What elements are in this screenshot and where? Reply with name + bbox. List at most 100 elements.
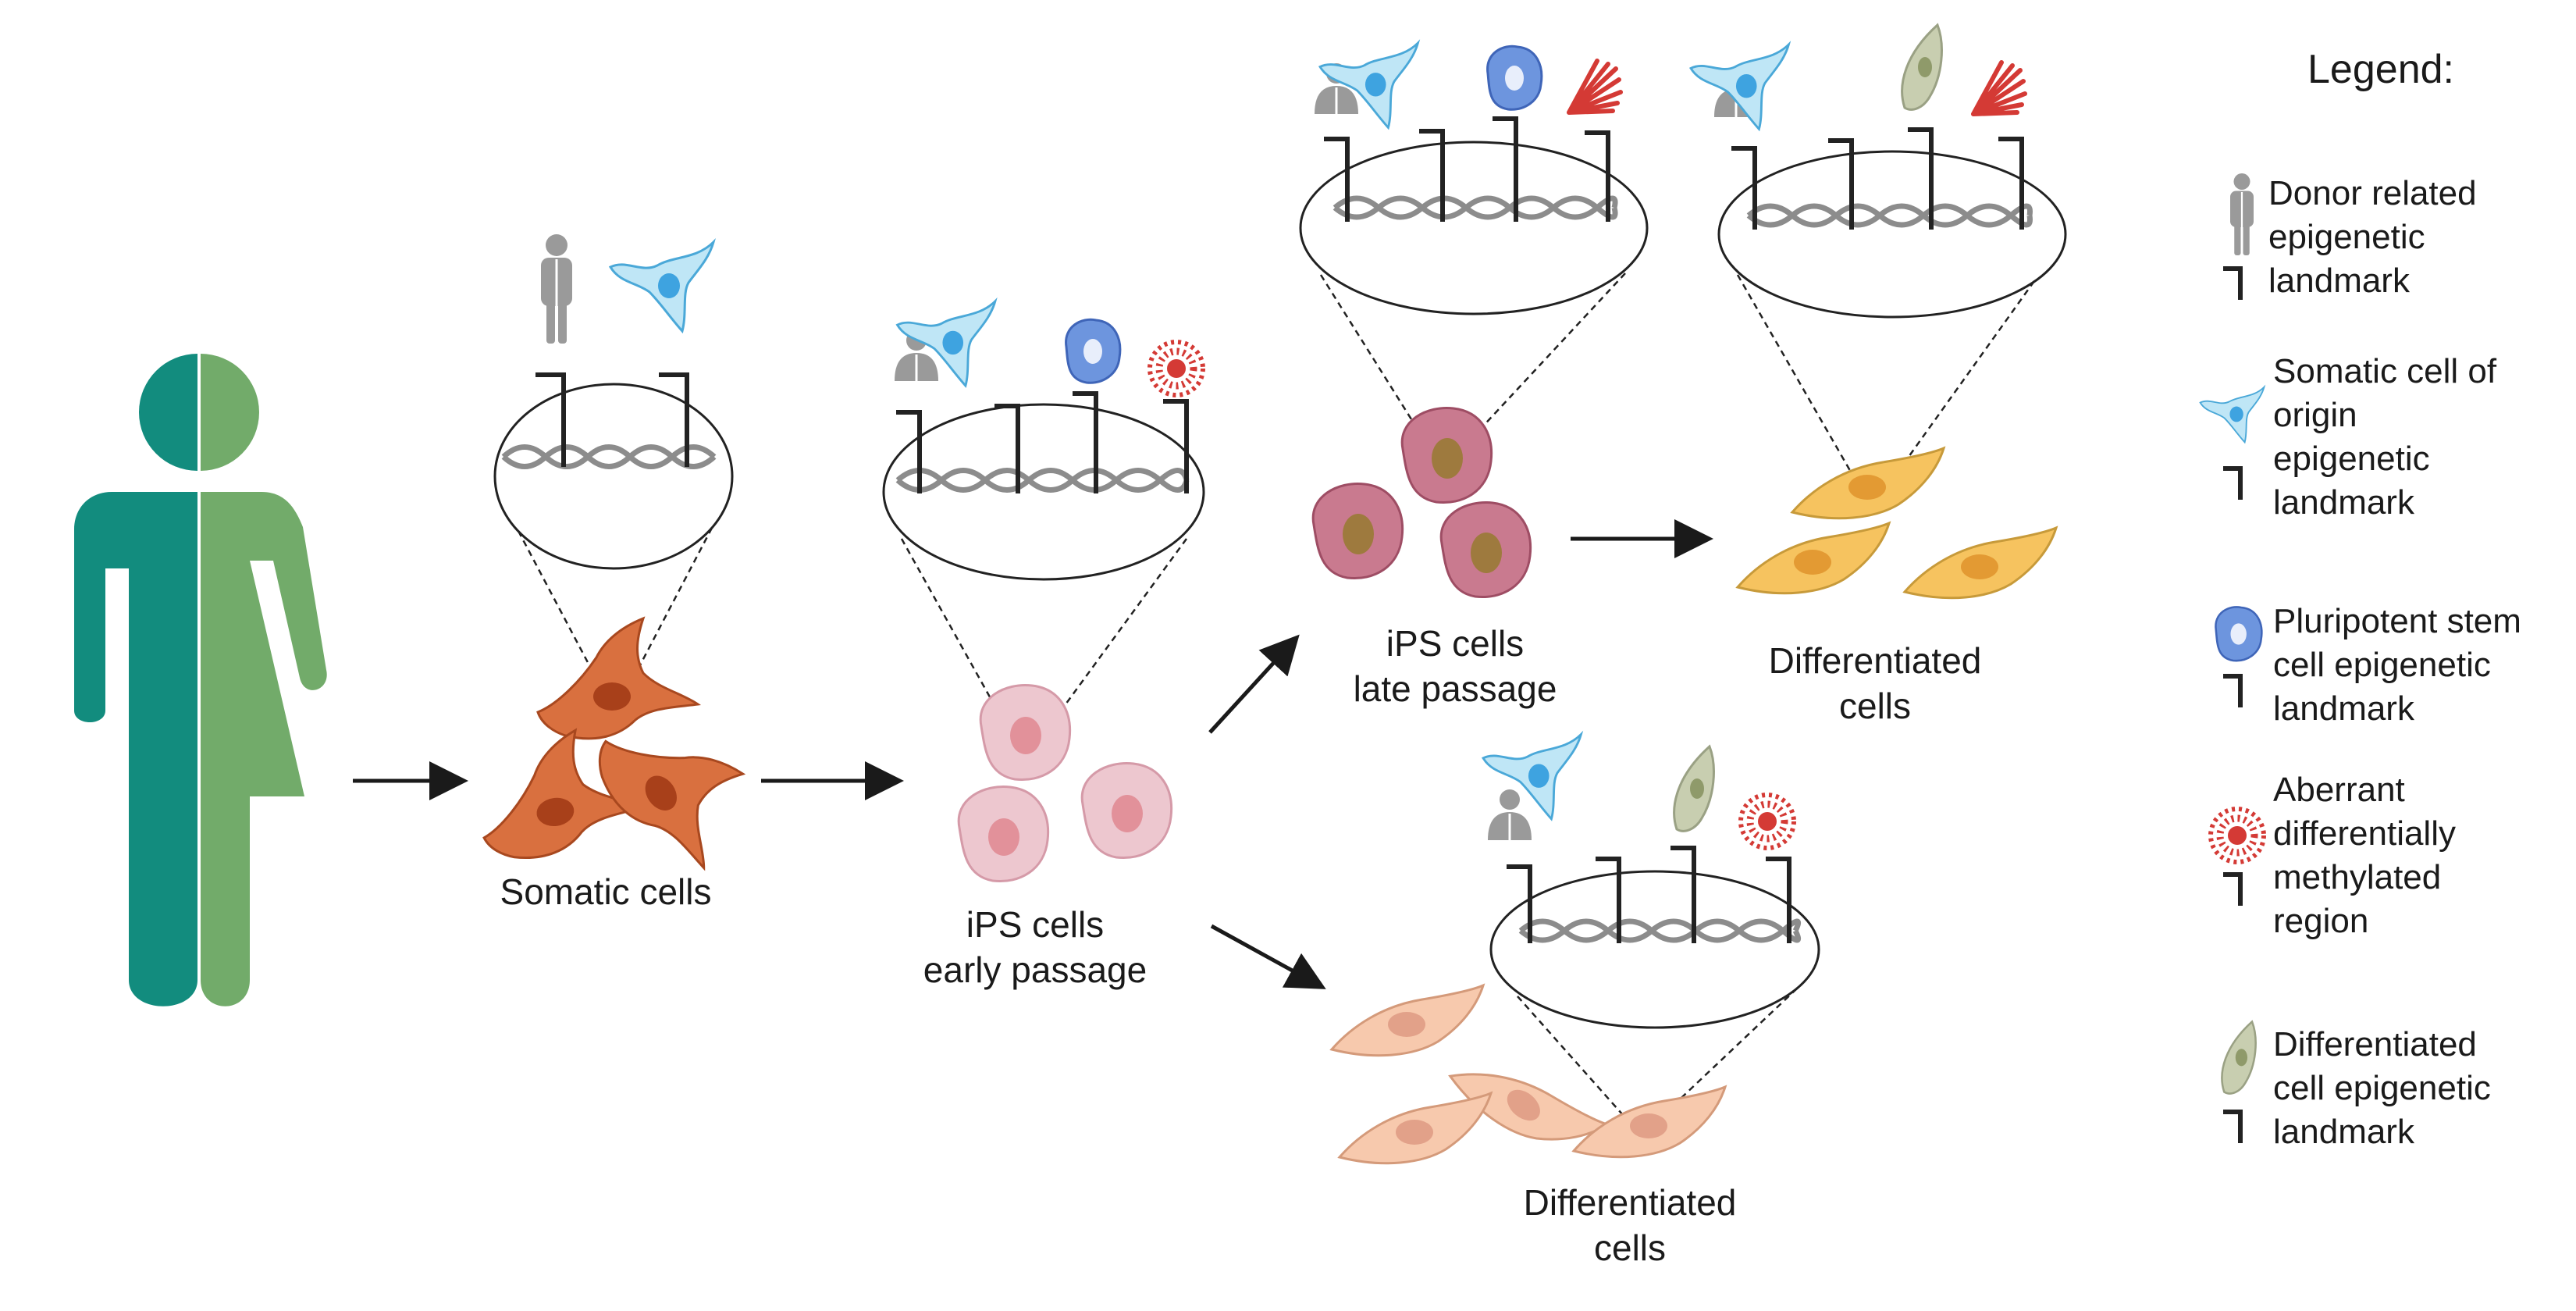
differentiated-landmark-icon — [1673, 745, 1715, 832]
magnified-dna-lens — [882, 403, 1205, 581]
magnified-dna-lens — [1717, 150, 2067, 319]
methylation-marker — [1419, 129, 1445, 222]
methylation-marker — [1585, 130, 1610, 222]
dna-strand — [895, 468, 1190, 493]
donor-figure — [74, 354, 327, 1006]
ips-late-cell — [1311, 482, 1404, 580]
legend-somatic-line2: origin — [2273, 396, 2357, 434]
landmark-marker-icon — [2223, 1112, 2240, 1143]
somatic-stage: Somatic cells — [469, 233, 776, 912]
donor-landmark-icon — [539, 233, 574, 345]
methylation-marker — [1908, 127, 1934, 230]
legend-title: Legend: — [2307, 47, 2454, 92]
somatic-landmark-icon — [1482, 733, 1582, 821]
pluripotent-landmark-icon — [1486, 45, 1543, 111]
donor-person-icon — [2229, 172, 2255, 257]
legend-pluri-line1: Pluripotent stem — [2273, 602, 2521, 640]
differentiated-landmark-icon — [1901, 23, 1943, 111]
landmark-marker-icon — [2223, 468, 2240, 500]
legend-item-differentiated: Differentiated cell epigenetic landmark — [2221, 1021, 2491, 1151]
legend-aberrant-line4: region — [2273, 902, 2368, 940]
legend-item-somatic: Somatic cell of origin epigenetic landma… — [2199, 352, 2497, 522]
methylation-marker — [1731, 146, 1757, 230]
landmark-marker-icon — [2223, 676, 2240, 707]
methylation-marker — [1766, 857, 1791, 943]
ips-late-label-line1: iPS cells — [1386, 623, 1524, 664]
diff-early-label-line1: Differentiated — [1524, 1182, 1737, 1223]
legend-pluri-line3: landmark — [2273, 689, 2415, 728]
legend-somatic-line4: landmark — [2273, 483, 2415, 522]
aberrant-landmark-icon — [1150, 342, 1203, 395]
donor-landmark-icon — [1486, 788, 1533, 842]
landmark-marker-icon — [2223, 875, 2240, 906]
diff-late-label-line1: Differentiated — [1769, 640, 1982, 681]
legend-item-aberrant: Aberrant differentially methylated regio… — [2211, 771, 2456, 940]
somatic-landmark-icon — [1318, 41, 1419, 129]
legend-pluri-line2: cell epigenetic — [2273, 646, 2491, 684]
legend-aberrant-line1: Aberrant — [2273, 771, 2405, 809]
legend-donor-line1: Donor related — [2268, 174, 2477, 212]
methylation-marker — [1073, 391, 1098, 493]
ips-early-cell — [979, 683, 1072, 782]
ips-early-cell — [957, 785, 1050, 883]
pluripotent-landmark-icon — [1065, 318, 1122, 384]
somatic-landmark-icon — [609, 240, 715, 333]
differentiated-cell — [1736, 522, 1891, 595]
legend-aberrant-line3: methylated — [2273, 858, 2441, 896]
methylation-marker — [1998, 137, 2024, 230]
magnified-dna-lens — [493, 383, 734, 570]
dna-strand — [501, 444, 717, 469]
ips-late-stage: iPS cells late passage — [1299, 41, 1649, 709]
methylation-marker — [1828, 138, 1854, 230]
dna-strand — [1332, 195, 1618, 220]
somatic-cells-label: Somatic cells — [500, 871, 712, 912]
methylation-marker — [535, 372, 566, 467]
diff-early-label-line2: cells — [1594, 1227, 1666, 1268]
methylation-marker — [1670, 846, 1696, 943]
methylation-marker — [1507, 864, 1532, 943]
aberrant-landmark-icon — [1569, 61, 1621, 112]
differentiated-cell — [1330, 984, 1485, 1057]
legend-item-donor: Donor related epigenetic landmark — [2223, 172, 2477, 300]
somatic-cell — [536, 617, 699, 740]
differentiated-cell — [1903, 526, 2058, 600]
ips-late-label-line2: late passage — [1354, 668, 1557, 709]
methylation-marker — [1493, 116, 1518, 222]
differentiated-cell — [1791, 447, 1945, 520]
aberrant-dmr-icon — [2211, 809, 2264, 862]
differentiated-cell-icon — [2221, 1021, 2257, 1095]
ips-late-cell — [1400, 406, 1493, 504]
methylation-marker — [1324, 137, 1350, 222]
arrow-ips-to-diff-early — [1210, 924, 1326, 989]
aberrant-landmark-icon — [1973, 62, 2025, 114]
diff-late-label-line2: cells — [1839, 686, 1911, 726]
legend-diff-line1: Differentiated — [2273, 1025, 2477, 1063]
methylation-marker — [659, 372, 689, 467]
methylation-marker — [994, 404, 1020, 493]
pluripotent-cell-icon — [2215, 606, 2263, 662]
legend-somatic-line1: Somatic cell of — [2273, 352, 2497, 390]
magnified-dna-lens — [1489, 870, 1820, 1029]
ips-early-label-line1: iPS cells — [966, 904, 1104, 945]
legend: Legend: Donor related epigenetic landmar… — [2199, 47, 2521, 1151]
dna-strand — [1518, 918, 1801, 943]
dna-strand — [1746, 203, 2033, 228]
landmark-marker-icon — [2223, 269, 2240, 300]
methylation-marker — [1163, 399, 1189, 493]
legend-item-pluripotent: Pluripotent stem cell epigenetic landmar… — [2215, 602, 2521, 728]
magnified-dna-lens — [1299, 141, 1649, 315]
legend-donor-line2: epigenetic — [2268, 218, 2425, 256]
legend-donor-line3: landmark — [2268, 262, 2411, 300]
ips-early-stage: iPS cells early passage — [882, 300, 1205, 990]
diff-early-stage: Differentiated cells — [1330, 733, 1820, 1268]
legend-aberrant-line2: differentially — [2273, 814, 2456, 853]
somatic-cell-icon — [2199, 386, 2265, 444]
differentiated-cell — [1338, 1092, 1493, 1165]
methylation-marker — [1596, 857, 1621, 943]
ips-early-label-line2: early passage — [923, 949, 1147, 990]
diff-late-stage: Differentiated cells — [1689, 23, 2067, 726]
legend-diff-line2: cell epigenetic — [2273, 1069, 2491, 1107]
arrow-ips-to-late — [1208, 634, 1300, 734]
ips-late-cell — [1439, 501, 1532, 599]
